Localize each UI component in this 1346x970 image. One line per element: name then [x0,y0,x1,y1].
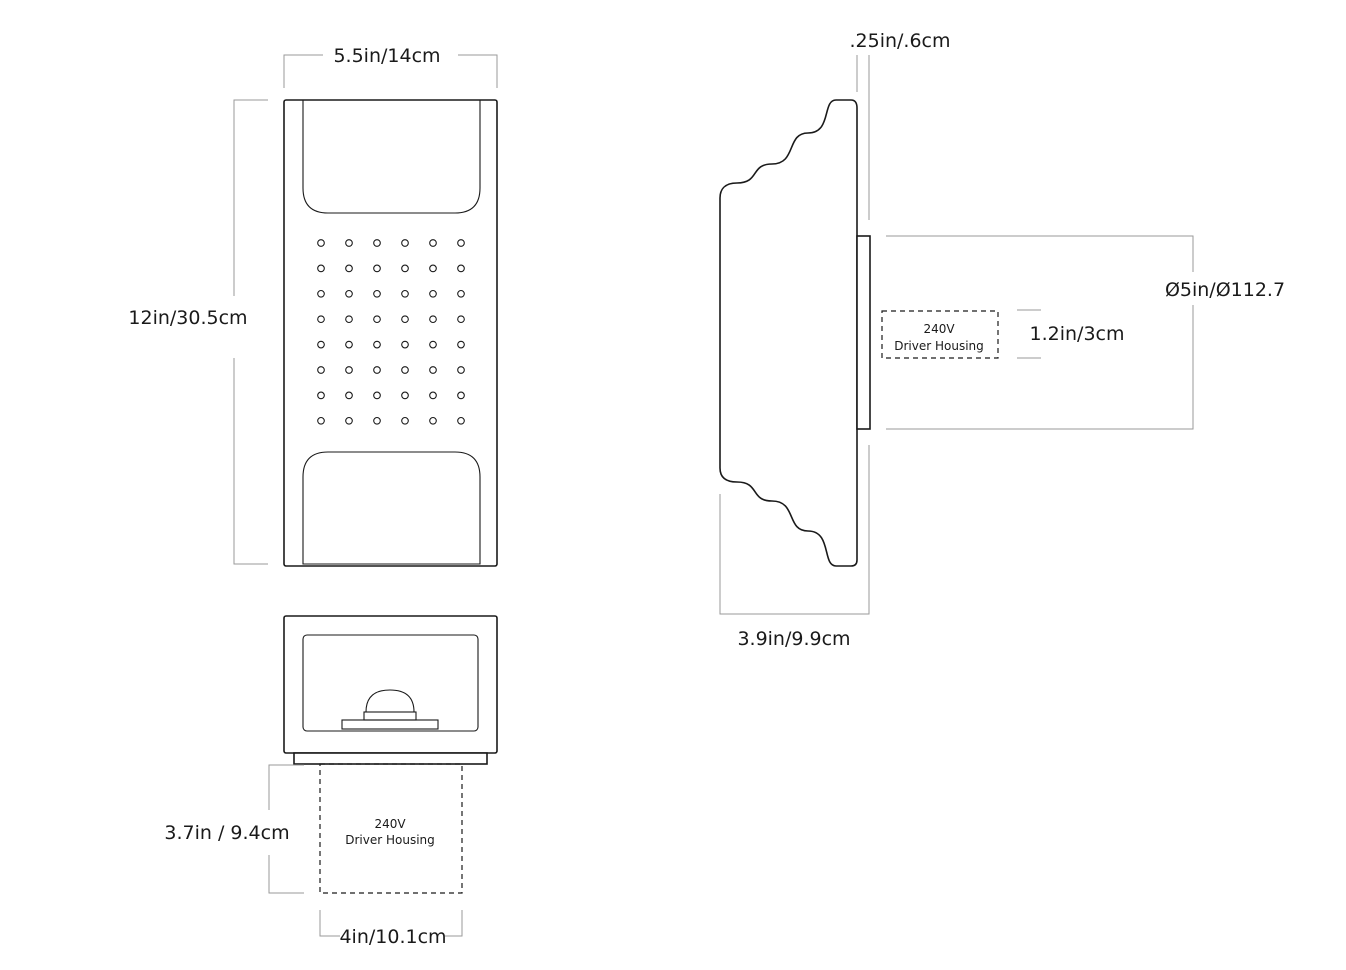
perforation-hole [429,315,437,324]
front-width-label: 5.5in/14cm [333,45,440,67]
bottom-body [283,615,498,754]
perforation-hole [429,416,437,425]
perforation-hole [429,264,437,273]
perforation-hole [345,366,353,374]
front-body [283,99,498,567]
perforation-hole [317,391,325,400]
front-perforation-holes [317,239,465,425]
perforation-hole [373,264,381,273]
perforation-hole [345,264,353,273]
perforation-hole [373,416,381,425]
perforation-hole [457,264,465,273]
side-depth-dimension-line [719,445,870,615]
diameter-dimension-line [886,235,1194,430]
bottom-driver-name: Driver Housing [345,833,435,847]
perforation-hole [317,264,325,273]
perforation-hole [401,366,409,374]
bottom-depth-label: 3.7in / 9.4cm [164,822,289,844]
perforation-hole [457,340,465,349]
perforation-hole [401,289,409,298]
side-depth-label: 3.9in/9.9cm [737,628,850,650]
front-bottom-shade [302,451,481,565]
perforation-hole [457,391,465,400]
perforation-hole [401,239,409,247]
perforation-hole [429,366,437,374]
perforation-hole [373,391,381,400]
perforation-hole [401,315,409,324]
bottom-width-label: 4in/10.1cm [339,926,446,948]
perforation-hole [373,239,381,247]
perforation-hole [429,289,437,298]
perforation-hole [457,366,465,374]
front-height-dimension-line [233,99,268,565]
perforation-hole [317,340,325,349]
perforation-hole [345,416,353,425]
perforation-hole [345,239,353,247]
bottom-lamp-collar [363,711,417,721]
perforation-hole [429,340,437,349]
perforation-hole [401,416,409,425]
perforation-hole [317,416,325,425]
front-view: 5.5in/14cm 12in/30.5cm [128,45,498,567]
perforation-hole [401,340,409,349]
perforation-hole [373,366,381,374]
perforation-hole [345,289,353,298]
bottom-lamp-dome-icon [365,689,415,713]
perforation-hole [317,289,325,298]
front-top-shade [302,99,481,214]
bottom-width-dimension-line [319,910,463,937]
perforation-hole [373,340,381,349]
side-mount-plate [856,235,871,430]
perforation-hole [401,264,409,273]
perforation-hole [345,315,353,324]
plate-thickness-label: .25in/.6cm [849,30,950,52]
perforation-hole [457,416,465,425]
bottom-driver-voltage: 240V [374,817,406,831]
side-view: .25in/.6cm 240V Driver Housing 1.2in/3cm… [719,30,1285,650]
perforation-hole [457,315,465,324]
side-driver-housing [881,310,999,359]
side-driver-depth-dimension-line [1017,309,1041,359]
bottom-view: 240V Driver Housing 3.7in / 9.4cm 4in/10… [164,615,498,948]
perforation-hole [457,239,465,247]
perforation-hole [317,366,325,374]
side-driver-depth-label: 1.2in/3cm [1030,323,1125,345]
side-driver-voltage: 240V [923,322,955,336]
diameter-label: Ø5in/Ø112.7 [1165,279,1285,301]
perforation-hole [317,239,325,247]
bottom-opening [302,634,479,732]
bottom-mount-plate [293,752,488,765]
perforation-hole [317,315,325,324]
side-driver-name: Driver Housing [894,339,984,353]
perforation-hole [429,391,437,400]
bottom-depth-dimension-line [268,764,304,894]
perforation-hole [373,315,381,324]
perforation-hole [373,289,381,298]
bottom-driver-housing [319,763,463,894]
perforation-hole [345,391,353,400]
front-height-label: 12in/30.5cm [128,307,247,329]
perforation-hole [457,289,465,298]
plate-thickness-dimension-line [856,55,870,220]
side-profile [719,99,858,567]
front-width-dimension-line [283,54,498,88]
perforation-hole [401,391,409,400]
perforation-hole [429,239,437,247]
perforation-hole [345,340,353,349]
